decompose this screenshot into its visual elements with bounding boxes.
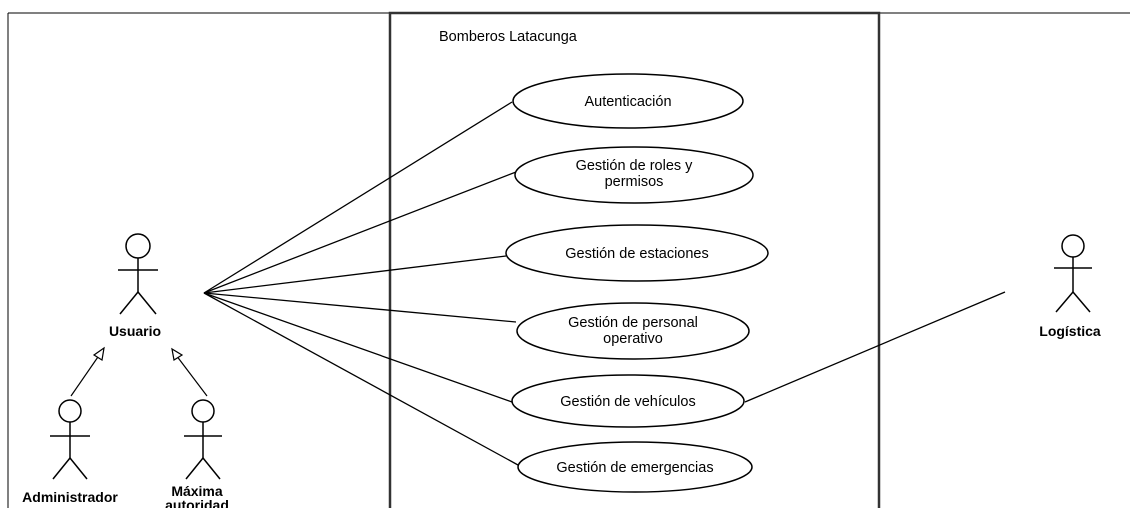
use-case-roles[interactable]: Gestión de roles y permisos: [514, 146, 754, 204]
actor-head: [191, 399, 215, 423]
use-case-label: Gestión de vehículos: [560, 394, 695, 410]
use-case-emergencias[interactable]: Gestión de emergencias: [517, 441, 753, 493]
actor-head: [1061, 234, 1085, 258]
use-case-label-line1: Gestión de roles y: [576, 158, 694, 174]
use-case-label: Gestión de emergencias: [556, 460, 713, 476]
actor-usuario[interactable]: [118, 233, 158, 315]
use-case-estaciones[interactable]: Gestión de estaciones: [505, 224, 769, 282]
assoc-autenticacion: [203, 101, 513, 294]
assoc-emergencias: [203, 292, 519, 466]
assoc-personal: [203, 292, 517, 323]
actor-head: [125, 233, 151, 259]
usuario-associations: [203, 101, 519, 466]
system-boundary: [388, 11, 881, 508]
use-case-label-line1: Gestión de personal: [568, 315, 698, 331]
use-case-label-line2: permisos: [605, 174, 664, 190]
assoc-vehiculos: [203, 292, 513, 403]
use-case-personal[interactable]: Gestión de personal operativo: [516, 302, 750, 360]
use-case-label: Autenticación: [584, 94, 671, 110]
use-case-autenticacion[interactable]: Autenticación: [512, 73, 744, 129]
actor-administrador[interactable]: [50, 399, 90, 480]
system-title: Bomberos Latacunga: [439, 29, 578, 45]
actor-label-logistica: Logística: [1039, 323, 1101, 339]
actor-label-usuario: Usuario: [109, 323, 161, 339]
assoc-logistica-vehiculos: [744, 291, 1006, 403]
generalization-administrador: [70, 346, 105, 397]
actor-label-administrador: Administrador: [22, 489, 118, 505]
actor-head: [58, 399, 82, 423]
actor-maxima-autoridad[interactable]: [184, 399, 222, 480]
use-case-label: Gestión de estaciones: [565, 246, 708, 262]
actor-logistica[interactable]: [1054, 234, 1092, 313]
use-case-label-line2: operativo: [603, 331, 663, 347]
assoc-roles: [203, 171, 517, 294]
assoc-estaciones: [203, 255, 507, 294]
use-case-vehiculos[interactable]: Gestión de vehículos: [511, 374, 745, 428]
generalization-maxima-autoridad: [171, 347, 208, 397]
actor-label-maxima-line1: Máxima: [171, 483, 223, 499]
actor-label-maxima-line2: autoridad: [165, 497, 229, 508]
